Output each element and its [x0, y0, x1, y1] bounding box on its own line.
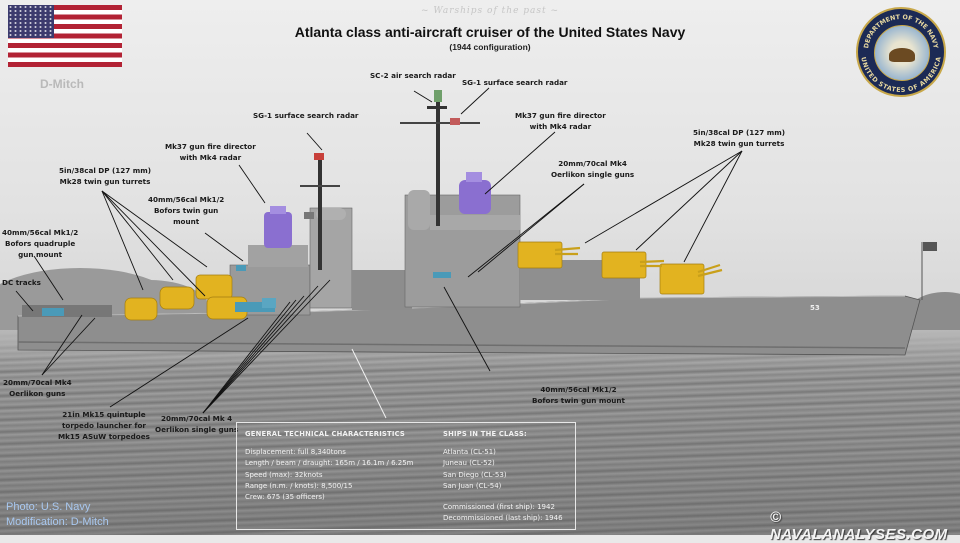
- copyright-watermark: © NAVALANALYSES.COM: [770, 509, 948, 543]
- label-sc2-radar: SC-2 air search radar: [370, 71, 456, 80]
- label-sg1-radar-aft: SG-1 surface search radar: [462, 78, 568, 87]
- 5in-turrets-fore: [517, 241, 705, 295]
- photo-credits: Photo: U.S. Navy Modification: D-Mitch: [6, 500, 109, 530]
- technical-characteristics: GENERAL TECHNICAL CHARACTERISTICS Displa…: [245, 430, 413, 503]
- 5in-turrets-aft: [124, 274, 248, 321]
- ship-list-item: San Juan (CL-54): [443, 481, 502, 490]
- page-subtitle: (1944 configuration): [449, 42, 531, 52]
- ship-list-item: Atlanta (CL-51): [443, 448, 496, 456]
- label-5in-aft: 5in/38cal DP (127 mm)Mk28 twin gun turre…: [59, 166, 152, 186]
- torpedo-launcher: [235, 302, 275, 312]
- label-dc-tracks: DC tracks: [2, 278, 41, 287]
- ship-list-item: Juneau (CL-52): [443, 459, 495, 468]
- specifications-panel: GENERAL TECHNICAL CHARACTERISTICS Displa…: [236, 422, 576, 530]
- commissioned-date: Commissioned (first ship): 1942: [443, 503, 555, 512]
- seal-center: [874, 25, 930, 81]
- spec-row: Range (n.m. / knots): 8,500/15: [245, 481, 353, 490]
- tagline: ~ Warships of the past ~: [420, 6, 560, 16]
- label-5in-fore: 5in/38cal DP (127 mm)Mk28 twin gun turre…: [693, 128, 786, 148]
- spec-row: Crew: 675 (35 officers): [245, 493, 325, 502]
- ships-in-class: SHIPS IN THE CLASS: Atlanta (CL-51) June…: [443, 430, 563, 525]
- svg-text:53: 53: [810, 304, 820, 312]
- modification-credit: Modification: D-Mitch: [6, 516, 109, 528]
- class-heading: SHIPS IN THE CLASS:: [443, 430, 527, 438]
- specs-heading: GENERAL TECHNICAL CHARACTERISTICS: [245, 430, 405, 438]
- spec-row: Length / beam / draught: 165m / 16.1m / …: [245, 459, 414, 468]
- eagle-icon: [889, 48, 915, 62]
- spec-row: Displacement: full 8,340tons: [245, 448, 346, 456]
- label-sg1-radar-fore: SG-1 surface search radar: [253, 111, 359, 120]
- photo-credit: Photo: U.S. Navy: [6, 501, 91, 513]
- mk37-director-fore: [459, 180, 491, 214]
- us-flag: [8, 5, 122, 67]
- spec-row: Speed (max): 32knots: [245, 470, 323, 479]
- page-title: Atlanta class anti-aircraft cruiser of t…: [294, 24, 686, 40]
- sea-background: [0, 330, 960, 535]
- navy-seal-icon: DEPARTMENT OF THE NAVY UNITED STATES OF …: [856, 7, 946, 97]
- flag-canton: [8, 5, 54, 39]
- decommissioned-date: Decommissioned (last ship): 1946: [443, 514, 563, 523]
- ship-list-item: San Diego (CL-53): [443, 470, 507, 479]
- bofors-quad-mount: [42, 308, 64, 316]
- author-watermark: D-Mitch: [40, 77, 84, 91]
- mk37-director-aft: [264, 212, 292, 248]
